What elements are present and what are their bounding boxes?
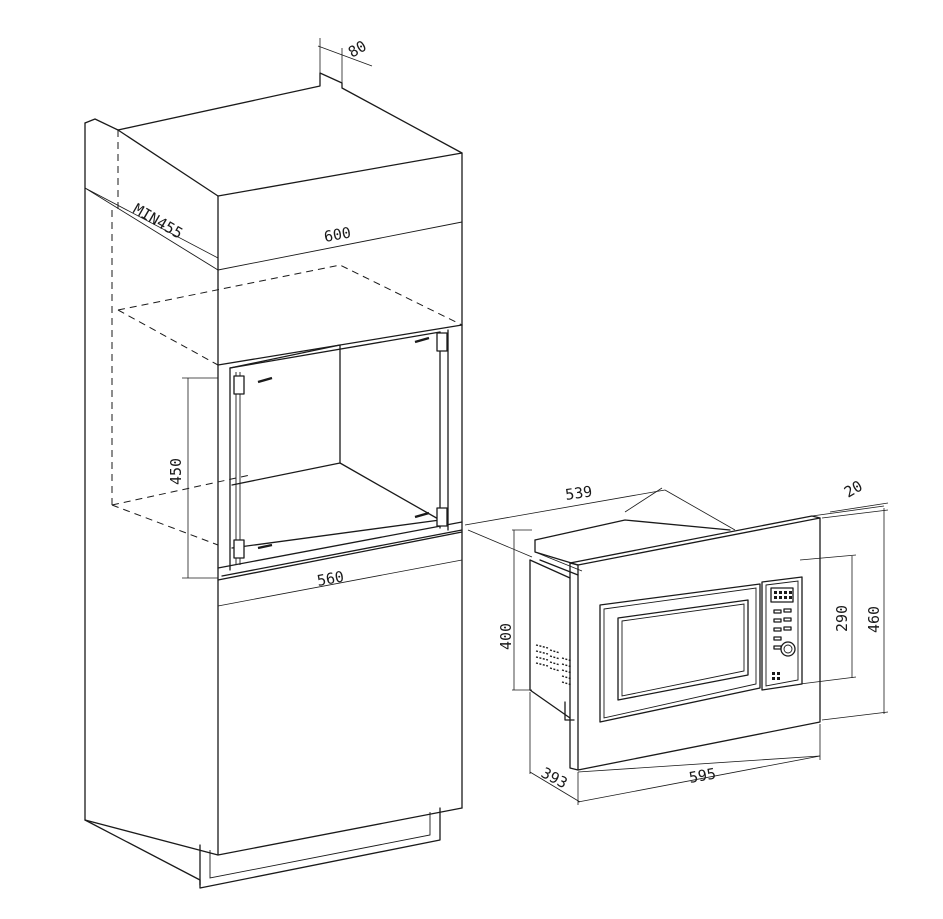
label-cabinet-width: 600 xyxy=(323,224,353,246)
top-compartment-front xyxy=(217,152,463,326)
bracket-bottom-right xyxy=(436,507,448,527)
label-frame-height: 460 xyxy=(865,606,883,633)
label-niche-width: 560 xyxy=(316,568,346,590)
dim-oven-depth: 539 xyxy=(464,482,736,558)
tall-cabinet xyxy=(84,72,463,889)
label-niche-height: 450 xyxy=(167,458,185,485)
dim-frame-width: 595 xyxy=(577,724,821,803)
display-digits-icon xyxy=(774,591,792,599)
label-oven-depth: 539 xyxy=(564,482,593,504)
cabinet-left-side xyxy=(84,122,201,886)
cabinet-plinth xyxy=(199,807,441,889)
lower-door-front xyxy=(217,579,463,856)
microwave-body-side xyxy=(529,559,571,719)
dim-inner-height: 290 xyxy=(799,554,857,685)
screw-icon xyxy=(257,336,430,550)
microwave-door xyxy=(599,583,761,723)
dim-niche-width: 560 xyxy=(217,535,463,610)
cabinet-niche xyxy=(217,324,463,581)
dim-min-depth: MIN455 xyxy=(84,187,219,259)
bracket-top-right xyxy=(436,332,448,352)
dim-cabinet-width: 600 xyxy=(323,224,353,246)
display-icon xyxy=(770,587,794,603)
side-vents xyxy=(535,644,573,686)
label-frame-width: 595 xyxy=(688,765,718,787)
dim-depth-top: 80 xyxy=(317,37,373,88)
door-window xyxy=(617,599,749,701)
bracket-bottom-left xyxy=(233,539,245,559)
trim-frame xyxy=(577,517,821,771)
dim-niche-height: 450 xyxy=(167,377,218,579)
label-oven-height: 400 xyxy=(497,623,515,650)
niche-hidden-top xyxy=(117,264,463,326)
dial-knob-icon xyxy=(780,641,796,657)
bracket-top-left xyxy=(233,375,245,395)
microwave-body-top xyxy=(534,519,731,541)
dim-frame-height: 460 xyxy=(821,508,889,721)
dim-oven-base-depth: 393 xyxy=(529,692,581,805)
door-release-icon xyxy=(772,672,780,680)
label-oven-base-depth: 393 xyxy=(538,764,570,793)
built-in-microwave xyxy=(529,515,821,771)
dim-oven-height: 400 xyxy=(497,529,532,691)
label-inner-height: 290 xyxy=(833,605,851,632)
dim-frame-depth: 20 xyxy=(811,477,889,517)
cabinet-top-edge xyxy=(117,72,463,154)
label-frame-depth: 20 xyxy=(841,477,866,502)
